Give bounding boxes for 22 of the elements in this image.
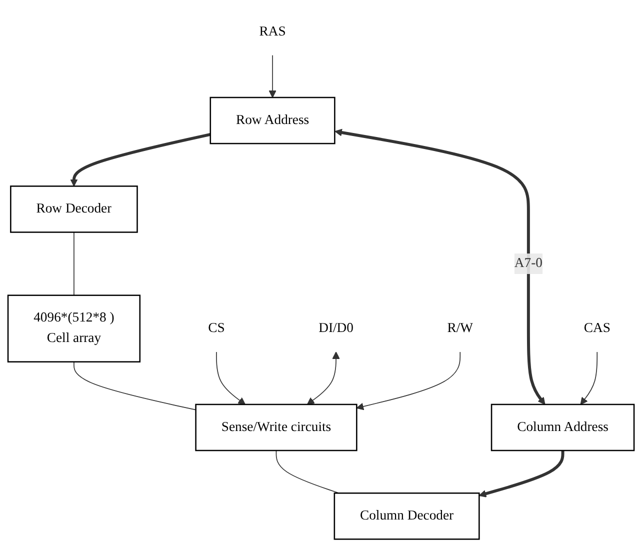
- node-text: CS: [208, 320, 225, 336]
- node-box: Row Address: [210, 96, 336, 144]
- connector: [74, 361, 196, 410]
- arrow: [306, 352, 340, 405]
- arrow: [268, 54, 276, 98]
- node-text: R/W: [447, 320, 474, 336]
- node-box: Row Decoder: [10, 186, 138, 233]
- arrow: [70, 132, 211, 187]
- connector: [276, 450, 340, 494]
- arrow: [580, 351, 598, 405]
- node-text: DI/D0: [318, 320, 354, 336]
- node-box: Column Address: [490, 404, 635, 452]
- node-text: RAS: [259, 24, 286, 39]
- arrow: [356, 351, 461, 410]
- node-box: 4096*(512*8 ) Cell array: [7, 294, 141, 362]
- edge-label: A7-0: [514, 256, 542, 271]
- node-box: Sense/Write circuits: [195, 404, 358, 452]
- node-text: CAS: [584, 320, 610, 336]
- arrow: [216, 351, 246, 405]
- node-box: Column Decoder: [334, 492, 480, 540]
- arrow: [334, 128, 546, 405]
- arrow: [478, 450, 564, 498]
